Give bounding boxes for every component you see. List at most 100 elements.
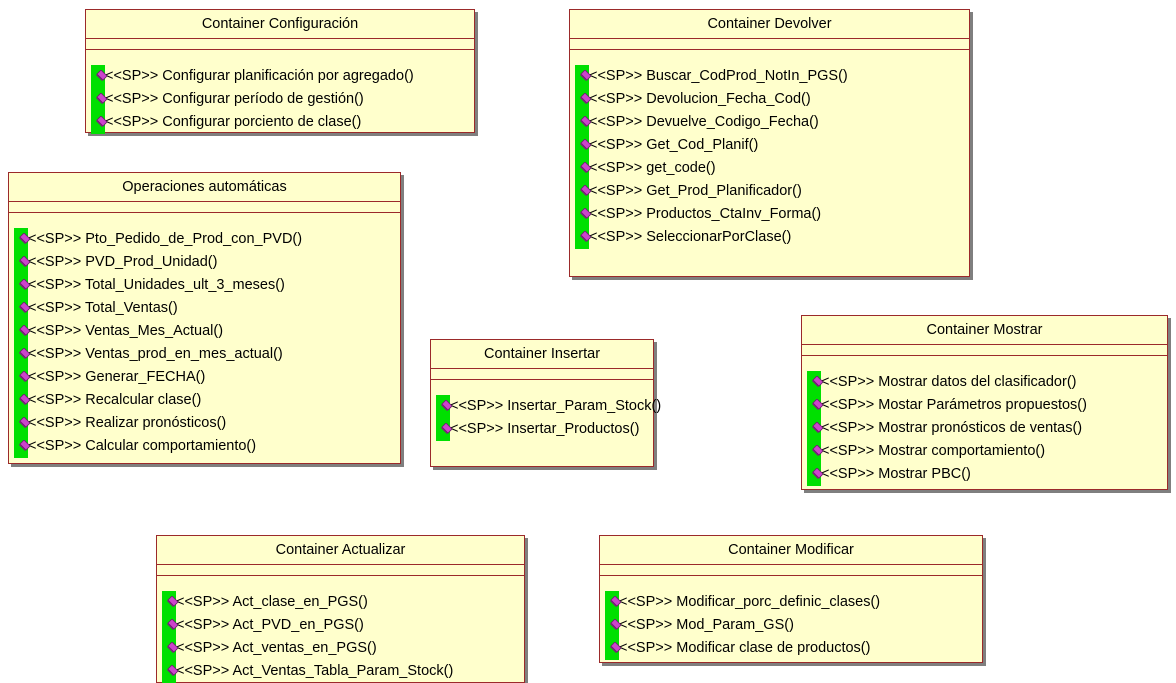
class-title: Operaciones automáticas [9, 173, 400, 202]
operation-item[interactable]: <<SP>> Insertar_Param_Stock() [431, 395, 661, 418]
operation-item[interactable]: <<SP>> Recalcular clase() [9, 389, 400, 412]
operation-item[interactable]: <<SP>> Total_Ventas() [9, 297, 400, 320]
method-diamond-icon [167, 665, 178, 676]
operation-item[interactable]: <<SP>> Generar_FECHA() [9, 366, 400, 389]
class-box-configuracion[interactable]: Container Configuración <<SP>> Configurar… [85, 9, 475, 134]
method-diamond-icon [580, 70, 591, 81]
operation-item[interactable]: <<SP>> Insertar_Productos() [431, 418, 653, 441]
operation-item[interactable]: <<SP>> Mostrar comportamiento() [802, 440, 1167, 463]
operation-item[interactable]: <<SP>> Ventas_Mes_Actual() [9, 320, 400, 343]
operation-label: <<SP>> SeleccionarPorClase() [589, 229, 792, 245]
operation-item[interactable]: <<SP>> PVD_Prod_Unidad() [9, 251, 400, 274]
operation-label: <<SP>> Get_Cod_Planif() [589, 137, 759, 153]
operation-label: <<SP>> Recalcular clase() [28, 392, 202, 408]
operation-label: <<SP>> Ventas_Mes_Actual() [28, 323, 224, 339]
class-box-modificar[interactable]: Container Modificar <<SP>> Modificar_porc… [599, 535, 983, 663]
operation-label: <<SP>> Mostrar PBC() [821, 466, 971, 482]
class-title: Container Configuración [86, 10, 474, 39]
method-diamond-icon [441, 400, 452, 411]
operation-item[interactable]: <<SP>> Act_PVD_en_PGS() [157, 614, 524, 637]
operation-item[interactable]: <<SP>> Act_clase_en_PGS() [157, 591, 524, 614]
method-diamond-icon [19, 233, 30, 244]
operation-item[interactable]: <<SP>> Modificar_porc_definic_clases() [600, 591, 982, 614]
operation-item[interactable]: <<SP>> Total_Unidades_ult_3_meses() [9, 274, 400, 297]
operation-label: <<SP>> Act_Ventas_Tabla_Param_Stock() [176, 663, 454, 679]
operation-label: <<SP>> Modificar clase de productos() [619, 640, 871, 656]
operation-item[interactable]: <<SP>> Configurar porciento de clase() [86, 111, 474, 134]
operation-label: <<SP>> Mostrar comportamiento() [821, 443, 1046, 459]
method-diamond-icon [96, 93, 107, 104]
operation-item[interactable]: <<SP>> Mostrar pronósticos de ventas() [802, 417, 1167, 440]
class-box-devolver[interactable]: Container Devolver<<SP>> Buscar_CodProd_… [569, 9, 970, 277]
class-box-actualizar[interactable]: Container Actualizar<<SP>> Act_clase_en_… [156, 535, 525, 683]
method-diamond-icon [167, 642, 178, 653]
operation-item[interactable]: <<SP>> Mostrar datos del clasificador() [802, 371, 1167, 394]
operation-item[interactable]: <<SP>> Get_Cod_Planif() [570, 134, 969, 157]
operation-item[interactable]: <<SP>> Devolucion_Fecha_Cod() [570, 88, 969, 111]
operation-item[interactable]: <<SP>> Calcular comportamiento() [9, 435, 400, 458]
operation-item[interactable]: <<SP>> Devuelve_Codigo_Fecha() [570, 111, 969, 134]
operations-compartment: <<SP>> Insertar_Param_Stock() <<SP>> Inse… [431, 380, 661, 441]
operation-label: <<SP>> Total_Unidades_ult_3_meses() [28, 277, 285, 293]
attributes-compartment [431, 369, 653, 380]
attributes-compartment [600, 565, 982, 576]
operation-item[interactable]: <<SP>> Act_ventas_en_PGS() [157, 637, 524, 660]
attributes-compartment [157, 565, 524, 576]
method-diamond-icon [812, 376, 823, 387]
operation-label: <<SP>> Configurar período de gestión() [105, 91, 364, 107]
operation-item[interactable]: <<SP>> Configurar planificación por agre… [86, 65, 474, 88]
operation-item[interactable]: <<SP>> get_code() [570, 157, 969, 180]
class-box-mostrar[interactable]: Container Mostrar<<SP>> Mostrar datos de… [801, 315, 1168, 490]
operation-item[interactable]: <<SP>> Mostrar PBC() [802, 463, 1167, 486]
method-diamond-icon [812, 445, 823, 456]
method-diamond-icon [19, 256, 30, 267]
operation-item[interactable]: <<SP>> SeleccionarPorClase() [570, 226, 969, 249]
operation-label: <<SP>> PVD_Prod_Unidad() [28, 254, 218, 270]
operations-compartment: <<SP>> Configurar planificación por agre… [86, 50, 474, 134]
operation-item[interactable]: <<SP>> Mostar Parámetros propuestos() [802, 394, 1167, 417]
operation-label: <<SP>> Productos_CtaInv_Forma() [589, 206, 822, 222]
operation-label: <<SP>> Devuelve_Codigo_Fecha() [589, 114, 819, 130]
operation-label: <<SP>> Mostar Parámetros propuestos() [821, 397, 1087, 413]
operation-label: <<SP>> Insertar_Productos() [450, 421, 640, 437]
operation-label: <<SP>> Buscar_CodProd_NotIn_PGS() [589, 68, 848, 84]
operation-label: <<SP>> Total_Ventas() [28, 300, 178, 316]
operation-item[interactable]: <<SP>> Buscar_CodProd_NotIn_PGS() [570, 65, 969, 88]
operation-item[interactable]: <<SP>> Productos_CtaInv_Forma() [570, 203, 969, 226]
method-diamond-icon [610, 642, 621, 653]
operation-item[interactable]: <<SP>> Ventas_prod_en_mes_actual() [9, 343, 400, 366]
operation-item[interactable]: <<SP>> Configurar período de gestión() [86, 88, 474, 111]
method-diamond-icon [19, 394, 30, 405]
class-box-operaciones[interactable]: Operaciones automáticas <<SP>> Pto_Pedido… [8, 172, 401, 464]
attributes-compartment [570, 39, 969, 50]
operation-item[interactable]: <<SP>> Pto_Pedido_de_Prod_con_PVD() [9, 228, 400, 251]
operations-compartment: <<SP>> Modificar_porc_definic_clases() <<… [600, 576, 982, 660]
operation-item[interactable]: <<SP>> Get_Prod_Planificador() [570, 180, 969, 203]
operations-bar [162, 591, 176, 683]
operation-label: <<SP>> Devolucion_Fecha_Cod() [589, 91, 811, 107]
operation-item[interactable]: <<SP>> Realizar pronósticos() [9, 412, 400, 435]
operation-label: <<SP>> Modificar_porc_definic_clases() [619, 594, 881, 610]
attributes-compartment [9, 202, 400, 213]
class-title: Container Modificar [600, 536, 982, 565]
operation-label: <<SP>> Generar_FECHA() [28, 369, 206, 385]
operation-label: <<SP>> Get_Prod_Planificador() [589, 183, 802, 199]
method-diamond-icon [19, 325, 30, 336]
operation-label: <<SP>> Realizar pronósticos() [28, 415, 227, 431]
method-diamond-icon [19, 348, 30, 359]
operation-item[interactable]: <<SP>> Mod_Param_GS() [600, 614, 982, 637]
class-box-insertar[interactable]: Container Insertar<<SP>> Insertar_Param_… [430, 339, 661, 467]
method-diamond-icon [812, 422, 823, 433]
operation-label: <<SP>> Mostrar pronósticos de ventas() [821, 420, 1083, 436]
operation-label: <<SP>> Insertar_Param_Stock() [450, 398, 662, 414]
method-diamond-icon [96, 116, 107, 127]
method-diamond-icon [580, 162, 591, 173]
method-diamond-icon [167, 596, 178, 607]
operation-label: <<SP>> Mod_Param_GS() [619, 617, 794, 633]
operation-item[interactable]: <<SP>> Act_Ventas_Tabla_Param_Stock() [157, 660, 524, 683]
method-diamond-icon [167, 619, 178, 630]
operations-compartment: <<SP>> Buscar_CodProd_NotIn_PGS() <<SP>> … [570, 50, 969, 249]
operation-item[interactable]: <<SP>> Modificar clase de productos() [600, 637, 982, 660]
operations-compartment: <<SP>> Act_clase_en_PGS()<<SP>> Act_PVD_… [157, 576, 524, 683]
operations-compartment: <<SP>> Mostrar datos del clasificador() <… [802, 356, 1167, 486]
